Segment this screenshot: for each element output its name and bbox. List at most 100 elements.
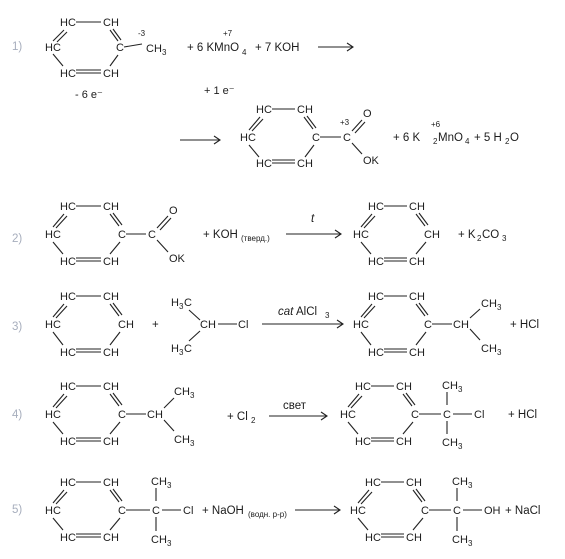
- methyl: CH: [442, 380, 458, 392]
- subscript: (водн. р-р): [248, 510, 287, 519]
- methyl: CH: [452, 476, 468, 488]
- methyl: CH: [151, 534, 167, 546]
- subscript: 4: [465, 137, 470, 146]
- reaction-2-number: 2): [12, 233, 22, 245]
- subscript: 3: [162, 48, 167, 57]
- subscript: 3: [167, 539, 172, 548]
- atom: HC: [368, 291, 384, 303]
- methyl: CH: [174, 434, 190, 446]
- atom: OK: [169, 253, 186, 265]
- atom: H: [171, 297, 179, 309]
- subscript: 2: [505, 137, 510, 146]
- atom: CH: [406, 532, 422, 544]
- atom: CH: [103, 532, 119, 544]
- reaction-1-number: 1): [12, 41, 22, 53]
- subscript: 3: [167, 481, 172, 490]
- subscript: 2: [477, 234, 482, 243]
- isopropyl-chloride: H 3 C CH Cl H 3 C: [171, 297, 248, 357]
- atom: Cl: [183, 505, 193, 517]
- atom: O: [363, 108, 372, 120]
- benzene-ring-3: HC CH HC CH HC CH: [45, 291, 134, 359]
- atom: CH: [396, 436, 412, 448]
- benzene-ring-2: HC CH HC CH HC CH: [353, 201, 440, 268]
- atom: CH: [200, 319, 216, 331]
- atom: Cl: [474, 409, 484, 421]
- atom: H: [171, 343, 179, 355]
- atom: C: [152, 505, 160, 517]
- reaction-3: 3) HC CH HC CH HC CH + H 3 C CH Cl: [12, 291, 539, 359]
- atom: OK: [363, 155, 380, 167]
- electron-loss: - 6 e⁻: [75, 89, 103, 101]
- atom: C: [118, 505, 126, 517]
- atom: C: [343, 132, 351, 144]
- oxidation-state: +7: [223, 29, 233, 38]
- atom: CH: [103, 436, 119, 448]
- subscript: (тверд.): [241, 234, 270, 243]
- atom: CH: [103, 201, 119, 213]
- cumyl-chloride-ring-5: HC CH HC C HC CH: [45, 477, 150, 544]
- atom: HC: [350, 505, 366, 517]
- subscript: 3: [458, 442, 463, 451]
- atom: C: [421, 505, 429, 517]
- atom: CH: [118, 319, 134, 331]
- oxidation-state: -3: [138, 29, 146, 38]
- reaction-1: 1) HC CH HC C HC CH -3 CH 3 - 6 e⁻ + 6 K…: [12, 17, 519, 170]
- atom: HC: [355, 381, 371, 393]
- atom: CH: [103, 68, 119, 80]
- reaction-4-number: 4): [12, 409, 22, 421]
- atom: HC: [355, 436, 371, 448]
- product: CO: [482, 229, 499, 241]
- atom: C: [453, 505, 461, 517]
- atom: HC: [45, 409, 61, 421]
- atom: C: [184, 343, 192, 355]
- toluene-ring: HC CH HC C HC CH: [45, 17, 143, 80]
- methyl: CH: [151, 476, 167, 488]
- atom: HC: [45, 505, 61, 517]
- reagent: + KOH: [203, 229, 238, 241]
- subscript: 3: [502, 234, 507, 243]
- cumene-ring-4: HC CH HC C HC CH: [45, 381, 146, 448]
- atom: HC: [368, 347, 384, 359]
- atom: CH: [103, 291, 119, 303]
- oxidation-state: +3: [340, 118, 350, 127]
- atom: CH: [409, 347, 425, 359]
- atom: C: [116, 42, 124, 54]
- reaction-4: 4) HC CH HC C HC CH CH CH 3 CH 3 + Cl 2: [12, 380, 537, 451]
- atom: HC: [368, 256, 384, 268]
- atom: C: [443, 409, 451, 421]
- atom: HC: [60, 381, 76, 393]
- atom: CH: [103, 477, 119, 489]
- atom: CH: [103, 347, 119, 359]
- cumene-ring: HC CH HC C HC CH: [353, 291, 452, 359]
- methyl: CH: [146, 43, 162, 55]
- reagent: + Cl: [227, 411, 248, 423]
- water: O: [510, 132, 519, 144]
- atom: HC: [60, 17, 76, 29]
- atom: HC: [353, 229, 369, 241]
- atom: C: [118, 229, 126, 241]
- atom: C: [312, 132, 320, 144]
- plus: +: [152, 319, 159, 331]
- reaction-2: 2) HC CH HC C HC CH C O OK + KOH (тверд.…: [12, 201, 507, 268]
- electron-gain: + 1 e⁻: [204, 85, 235, 97]
- atom: C: [424, 319, 432, 331]
- atom: HC: [45, 229, 61, 241]
- atom: HC: [256, 158, 272, 170]
- product: + NaCl: [505, 505, 540, 517]
- condition: свет: [283, 400, 307, 412]
- atom: HC: [365, 532, 381, 544]
- cumyl-chloride-ring: HC CH HC C HC CH: [340, 381, 441, 448]
- atom: HC: [45, 319, 61, 331]
- subscript: 3: [497, 303, 502, 312]
- atom: HC: [60, 436, 76, 448]
- subscript: 3: [179, 302, 184, 311]
- reaction-5-number: 5): [12, 504, 22, 516]
- atom: HC: [368, 201, 384, 213]
- cumyl-alcohol-ring: HC CH HC C HC CH: [350, 477, 451, 544]
- atom: C: [411, 409, 419, 421]
- subscript: 3: [190, 391, 195, 400]
- atom: HC: [60, 532, 76, 544]
- atom: HC: [60, 347, 76, 359]
- atom: C: [118, 409, 126, 421]
